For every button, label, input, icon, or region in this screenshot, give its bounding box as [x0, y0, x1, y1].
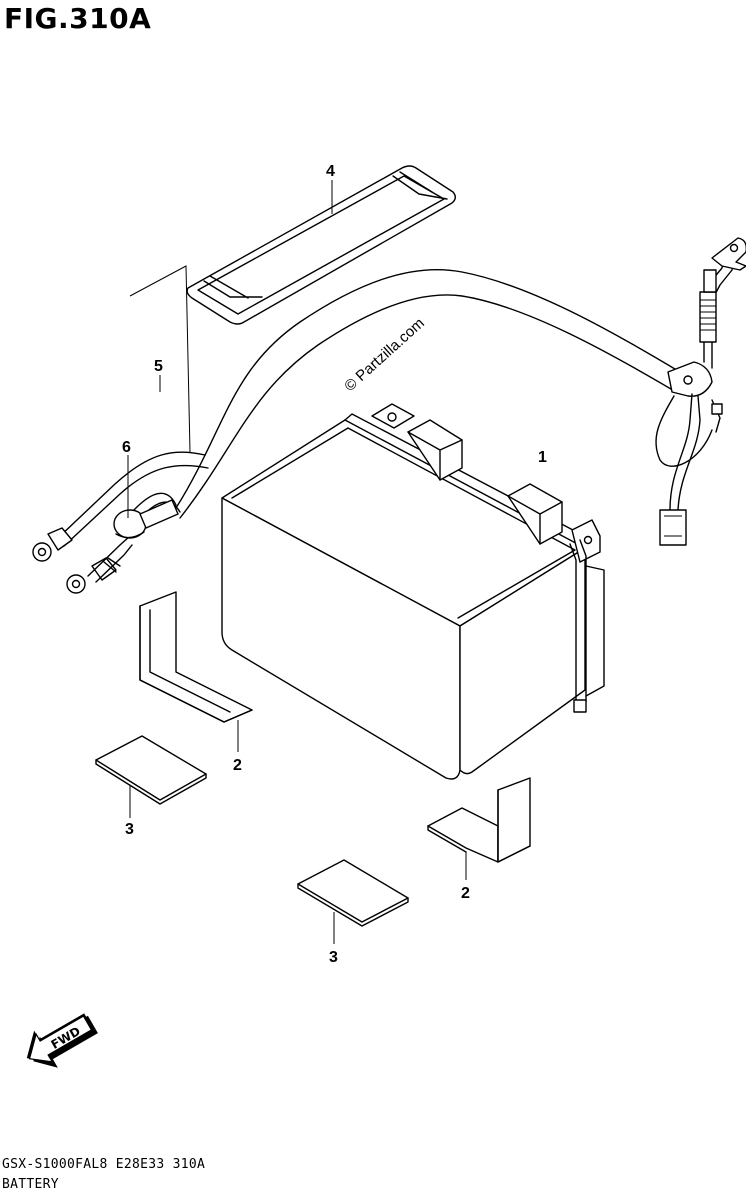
battery-bracket-left[interactable] [139, 591, 253, 723]
callout-strap: 4 [326, 163, 335, 180]
battery-pad-right[interactable] [297, 859, 409, 927]
callout-battery: 1 [538, 449, 547, 466]
battery-pad-left[interactable] [95, 735, 207, 805]
battery-bracket-right[interactable] [427, 777, 531, 863]
callout-pad-left: 3 [125, 821, 134, 838]
watermark: © Partzilla.com [341, 315, 427, 395]
diagram-name: BATTERY [2, 1177, 59, 1192]
figure-title: FIG.310A [4, 2, 152, 35]
diagram-code: GSX-S1000FAL8 E28E33 310A [2, 1157, 206, 1172]
leader-lines [127, 180, 467, 944]
terminal-cap[interactable] [113, 499, 179, 539]
battery[interactable] [221, 403, 605, 780]
callout-bracket-right: 2 [461, 885, 470, 902]
callout-cable: 5 [154, 358, 163, 375]
callout-pad-right: 3 [329, 949, 338, 966]
battery-strap[interactable] [186, 165, 456, 325]
ground-cable[interactable] [32, 451, 209, 594]
fwd-arrow-icon: FWD [26, 1013, 98, 1068]
callout-bracket-left: 2 [233, 757, 242, 774]
callout-cap: 6 [122, 439, 131, 456]
